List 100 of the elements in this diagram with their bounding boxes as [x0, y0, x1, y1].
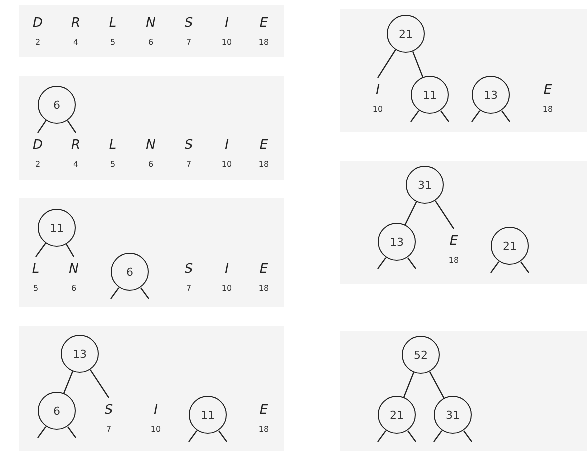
symbol-letter: D [32, 16, 44, 32]
branch-stub [464, 430, 472, 442]
tree-branch [36, 243, 46, 258]
frequency-number: 10 [372, 105, 384, 115]
symbol-letter: E [258, 403, 270, 419]
branch-stub [520, 262, 530, 274]
tree-node-circle: 52 [402, 336, 440, 374]
frequency-number: 2 [34, 38, 42, 48]
symbol-letter: E [258, 16, 270, 32]
frequency-number: 4 [72, 160, 80, 170]
symbol-letter: I [224, 262, 230, 278]
symbol-letter: N [145, 16, 157, 32]
tree-branch [64, 371, 74, 394]
tree-node-circle: 11 [38, 209, 76, 247]
branch-stub [110, 288, 120, 300]
branch-stub [38, 426, 46, 438]
branch-stub [440, 110, 450, 122]
symbol-letter: R [70, 138, 82, 154]
symbol-letter: N [68, 262, 80, 278]
tree-branch [378, 50, 396, 78]
symbol-letter: N [145, 138, 157, 154]
symbol-letter: L [108, 16, 118, 32]
tree-node-circle: 21 [387, 15, 425, 53]
frequency-number: 18 [258, 160, 270, 170]
tree-node-circle: 31 [434, 396, 472, 434]
frequency-number: 7 [185, 284, 193, 294]
frequency-number: 6 [70, 284, 78, 294]
branch-stub [218, 430, 228, 442]
panel-background [19, 198, 284, 307]
symbol-letter: L [108, 138, 118, 154]
tree-node-circle: 21 [491, 227, 529, 265]
tree-branch [404, 202, 418, 226]
tree-node-circle: 13 [472, 76, 510, 114]
tree-node-circle: 6 [111, 253, 149, 291]
tree-branch [67, 120, 76, 134]
branch-stub [408, 430, 416, 442]
branch-stub [188, 430, 198, 442]
panel-background [19, 326, 284, 451]
frequency-number: 18 [448, 256, 460, 266]
tree-branch [66, 244, 75, 258]
symbol-letter: R [70, 16, 82, 32]
tree-node-circle: 6 [38, 392, 76, 430]
tree-branch [435, 200, 454, 230]
frequency-number: 7 [185, 38, 193, 48]
panel-background [340, 161, 587, 284]
frequency-number: 18 [542, 105, 554, 115]
branch-stub [140, 288, 150, 300]
symbol-letter: S [104, 403, 114, 419]
frequency-number: 18 [258, 38, 270, 48]
branch-stub [408, 258, 416, 270]
frequency-number: 10 [220, 284, 234, 294]
frequency-number: 6 [147, 38, 155, 48]
tree-branch [404, 372, 414, 398]
tree-branch [412, 51, 424, 78]
tree-branch [90, 370, 110, 398]
frequency-number: 7 [105, 425, 113, 435]
symbol-letter: E [258, 262, 270, 278]
frequency-number: 10 [220, 160, 234, 170]
frequency-number: 10 [150, 425, 162, 435]
symbol-letter: I [224, 16, 230, 32]
frequency-number: 7 [185, 160, 193, 170]
branch-stub [434, 430, 442, 442]
panel-background [19, 76, 284, 180]
branch-stub [490, 262, 500, 274]
symbol-letter: E [258, 138, 270, 154]
branch-stub [472, 110, 480, 122]
symbol-letter: S [184, 262, 194, 278]
panel-background [340, 331, 587, 451]
symbol-letter: I [224, 138, 230, 154]
symbol-letter: D [32, 138, 44, 154]
tree-node-circle: 11 [411, 76, 449, 114]
tree-branch [38, 120, 47, 134]
symbol-letter: L [31, 262, 41, 278]
tree-node-circle: 11 [189, 396, 227, 434]
branch-stub [502, 110, 510, 122]
tree-node-circle: 13 [378, 223, 416, 261]
frequency-number: 5 [109, 38, 117, 48]
tree-node-circle: 31 [406, 166, 444, 204]
branch-stub [378, 258, 386, 270]
tree-branch [429, 372, 445, 398]
frequency-number: 18 [258, 425, 270, 435]
symbol-letter: I [153, 403, 159, 419]
frequency-number: 6 [147, 160, 155, 170]
tree-node-circle: 6 [38, 86, 76, 124]
frequency-number: 10 [220, 38, 234, 48]
frequency-number: 5 [32, 284, 40, 294]
frequency-number: 2 [34, 160, 42, 170]
frequency-number: 5 [109, 160, 117, 170]
branch-stub [410, 110, 420, 122]
branch-stub [68, 426, 76, 438]
tree-node-circle: 21 [378, 396, 416, 434]
symbol-letter: S [184, 138, 194, 154]
symbol-letter: E [542, 83, 554, 99]
symbol-letter: S [184, 16, 194, 32]
frequency-number: 18 [258, 284, 270, 294]
frequency-number: 4 [72, 38, 80, 48]
symbol-letter: I [375, 83, 381, 99]
symbol-letter: E [448, 234, 460, 250]
branch-stub [378, 430, 386, 442]
tree-node-circle: 13 [61, 335, 99, 373]
